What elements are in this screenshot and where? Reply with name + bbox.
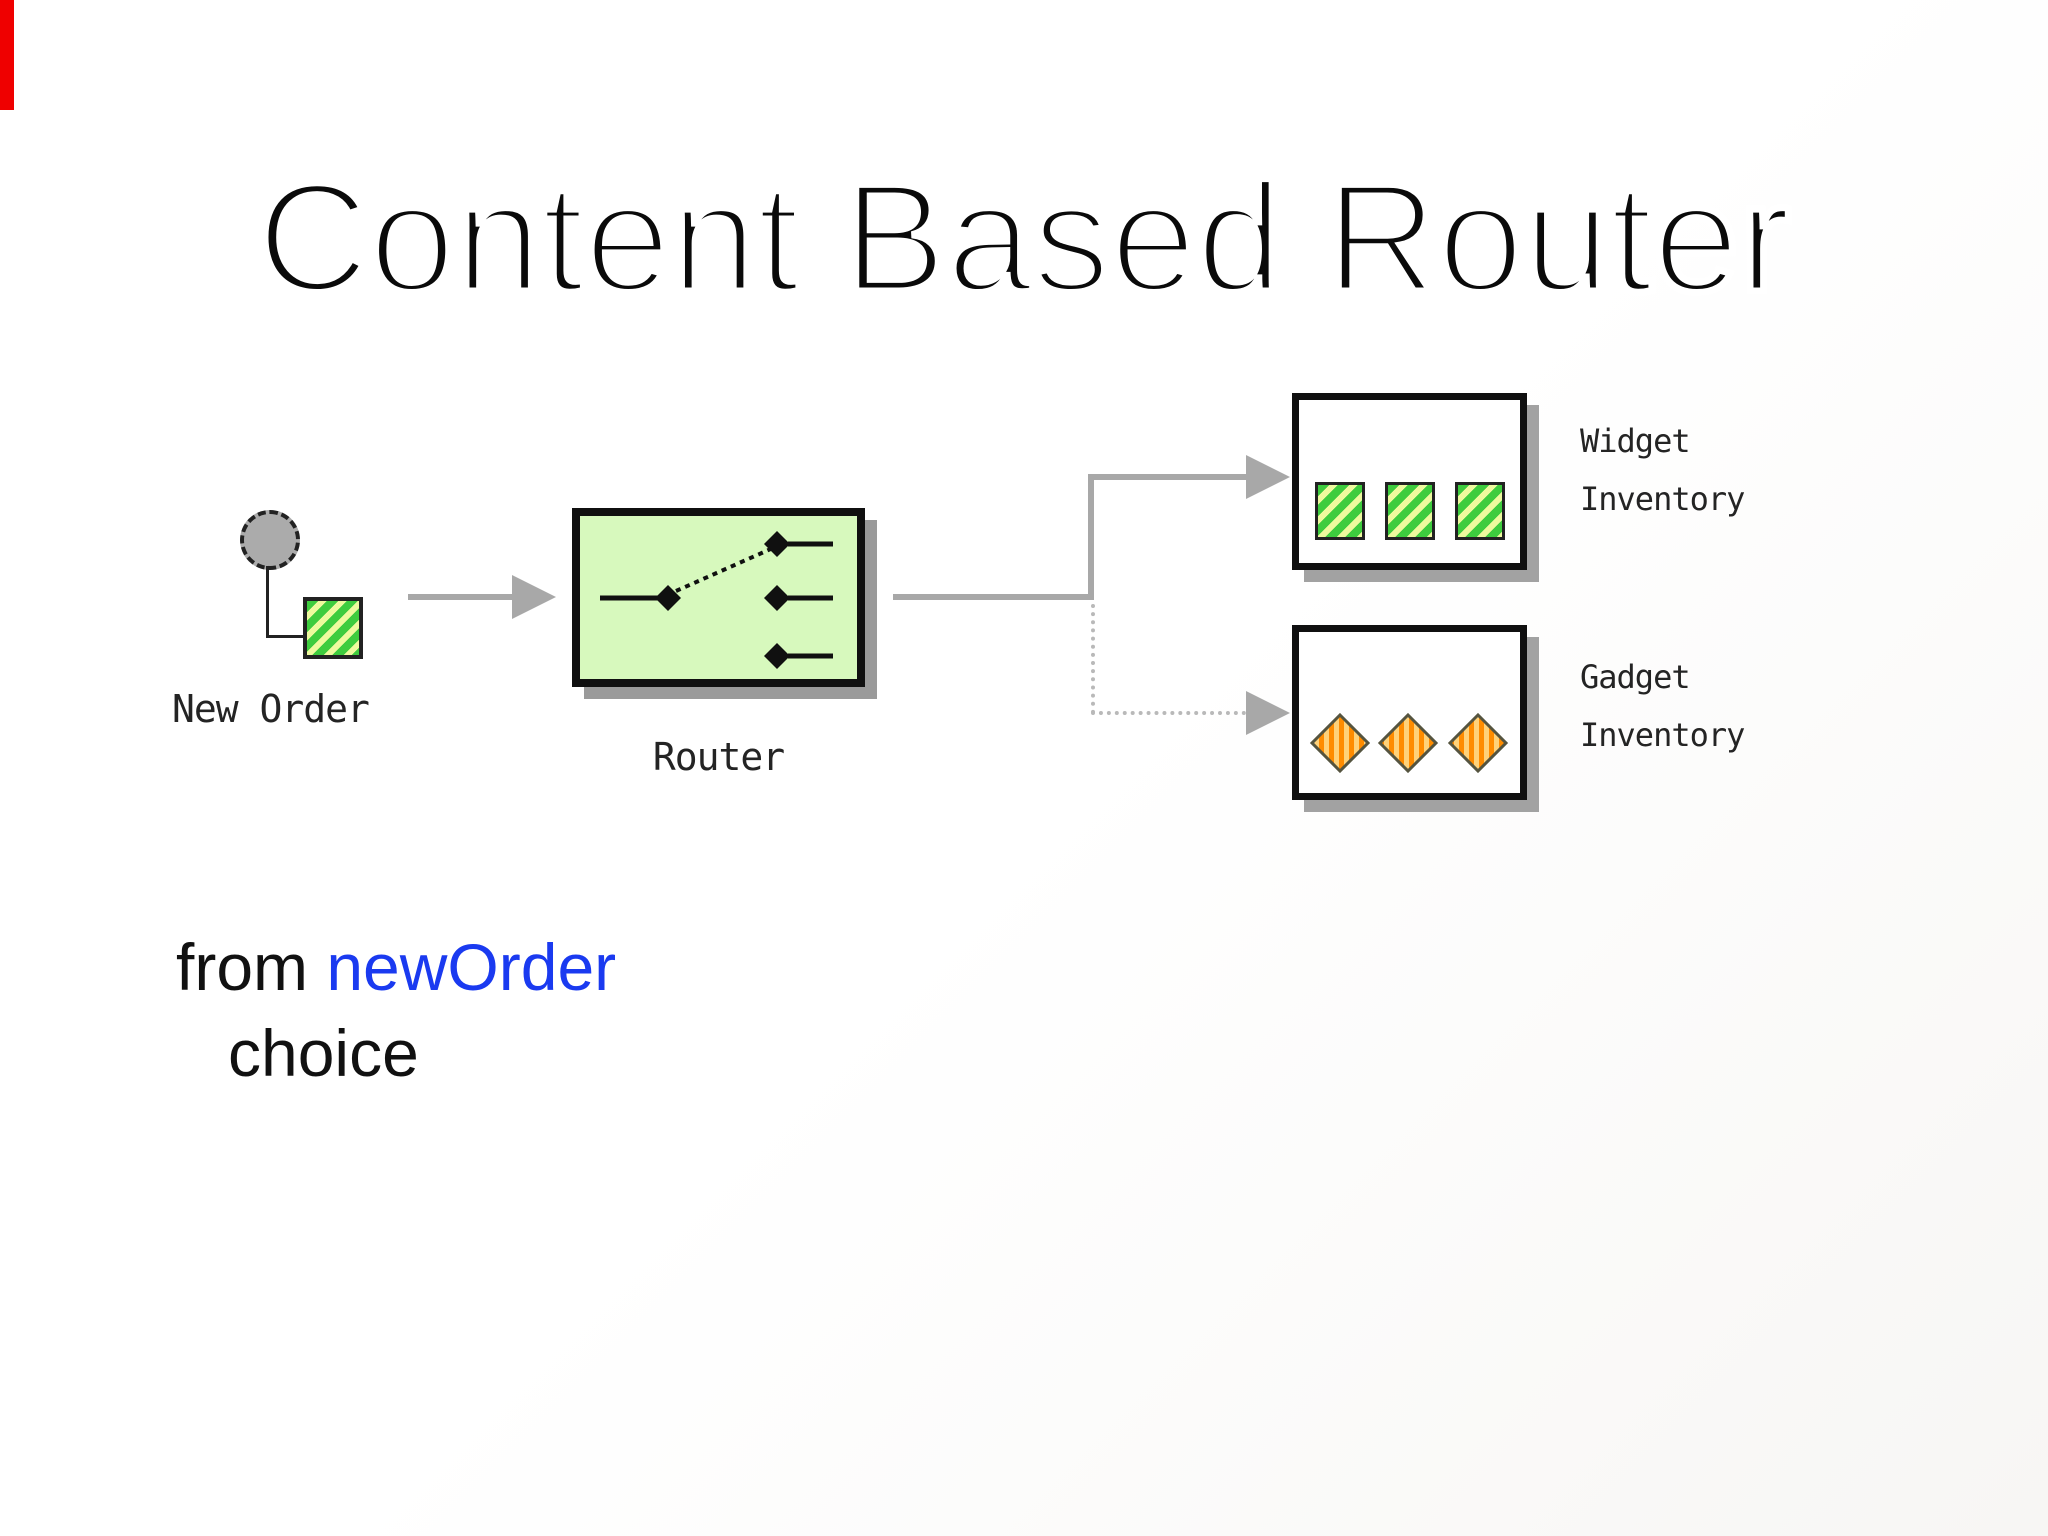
gadget-label-line2: Inventory	[1580, 716, 1745, 754]
code-line-from: from newOrder	[176, 934, 616, 1000]
router-label: Router	[652, 735, 785, 779]
widget-inventory-box	[1292, 393, 1527, 570]
route-line-dotted	[1091, 711, 1246, 715]
router-box	[572, 508, 865, 687]
arrow-head-icon	[512, 575, 556, 619]
widget-inventory-label: Widget Inventory	[1580, 412, 1745, 528]
code-line-choice: choice	[228, 1016, 419, 1090]
new-order-label: New Order	[172, 687, 370, 731]
gadget-message-icon	[1447, 712, 1509, 774]
red-edge-marker	[0, 0, 14, 110]
gadget-label-line1: Gadget	[1580, 658, 1691, 696]
route-line	[893, 594, 1094, 600]
widget-message-icon	[1385, 482, 1435, 540]
arrow-head-icon	[1246, 691, 1290, 735]
message-icon	[303, 597, 363, 659]
connector-line	[266, 635, 306, 638]
gadget-inventory-label: Gadget Inventory	[1580, 648, 1745, 764]
route-line	[1088, 477, 1094, 600]
code-endpoint: newOrder	[326, 930, 617, 1004]
gadget-message-icon	[1309, 712, 1371, 774]
connector-line	[266, 566, 269, 638]
event-circle-icon	[240, 510, 300, 570]
gadget-inventory-box	[1292, 625, 1527, 800]
widget-label-line1: Widget	[1580, 422, 1691, 460]
gadget-items-icon	[1309, 712, 1509, 774]
widget-message-icon	[1455, 482, 1505, 540]
slide-title: Content Based Router	[254, 151, 1795, 324]
code-from-keyword: from	[176, 930, 327, 1004]
gadget-message-icon	[1377, 712, 1439, 774]
widget-message-icon	[1315, 482, 1365, 540]
widget-label-line2: Inventory	[1580, 480, 1745, 518]
route-line-widget	[1088, 474, 1248, 480]
arrow-head-icon	[1246, 455, 1290, 499]
arrow-line	[408, 594, 515, 600]
router-switch-icon	[600, 531, 833, 669]
route-line-dotted	[1091, 604, 1095, 714]
